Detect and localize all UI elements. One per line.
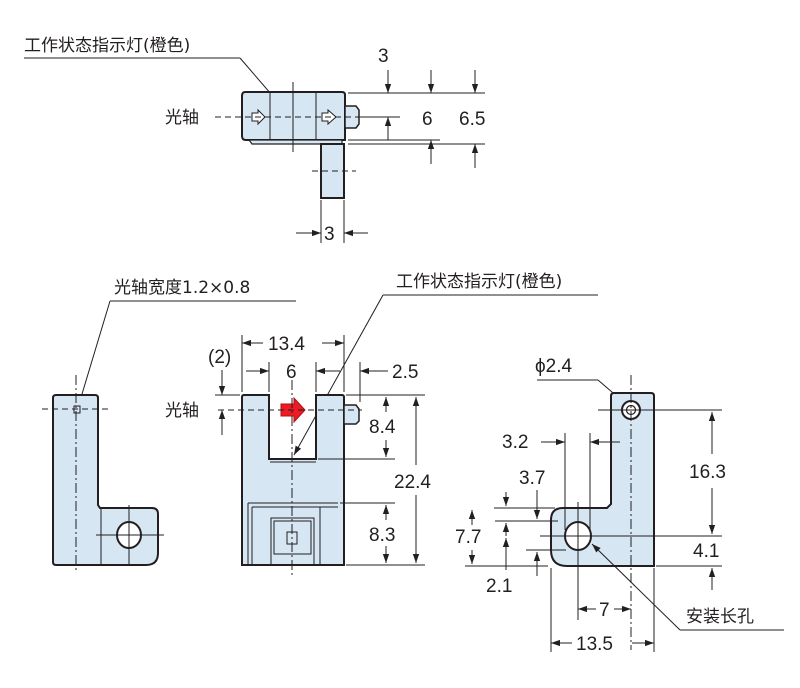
- dim-6-top: 6: [422, 109, 433, 130]
- top-axis-label: 光轴: [165, 108, 199, 128]
- beam-width-label: 光轴宽度1.2×0.8: [114, 278, 250, 298]
- dim-2: (2): [208, 347, 231, 368]
- top-indicator-label: 工作状态指示灯(橙色): [24, 36, 190, 56]
- dim-2-5: 2.5: [392, 362, 418, 383]
- dim-3-7: 3.7: [519, 468, 545, 489]
- beam-width-leader: [78, 300, 111, 405]
- dim-3-top: 3: [378, 46, 389, 67]
- dim-3-2: 3.2: [502, 432, 528, 453]
- front-view: 工作状态指示灯(橙色) 光轴 (2) 13.4 6 2.5: [165, 272, 598, 578]
- dim-3-bottom: 3: [324, 224, 335, 245]
- bracket-view: ϕ2.4 3.2 3.7 7.7 2.1: [455, 356, 784, 655]
- dim-13-4: 13.4: [268, 334, 305, 355]
- front-axis-label: 光轴: [165, 401, 199, 421]
- front-indicator-label: 工作状态指示灯(橙色): [396, 272, 562, 292]
- slot-label: 安装长孔: [686, 607, 754, 627]
- dim-6-front: 6: [286, 362, 297, 383]
- top-connector-stub: [344, 105, 360, 129]
- dim-7: 7: [599, 600, 610, 621]
- front-indicator-leader: [293, 294, 384, 456]
- dim-8-4: 8.4: [369, 417, 396, 438]
- side-view: 光轴宽度1.2×0.8: [42, 278, 296, 573]
- dim-2-1: 2.1: [486, 576, 512, 597]
- front-sensor-body: [241, 394, 345, 566]
- dim-13-5: 13.5: [576, 634, 613, 655]
- side-sensor-body: [52, 394, 159, 566]
- dim-22-4: 22.4: [394, 472, 431, 493]
- slot-leader: [591, 543, 681, 631]
- dim-7-7: 7.7: [455, 527, 481, 548]
- front-connector-stub: [343, 404, 360, 425]
- dim-phi-2-4: ϕ2.4: [535, 356, 572, 377]
- dim-8-3: 8.3: [369, 525, 395, 546]
- dim-16-3: 16.3: [689, 462, 726, 483]
- dim-4-1: 4.1: [693, 541, 719, 562]
- top-view: 工作状态指示灯(橙色) 光轴 3 6 6.5: [24, 36, 485, 245]
- dim-6-5: 6.5: [459, 109, 485, 130]
